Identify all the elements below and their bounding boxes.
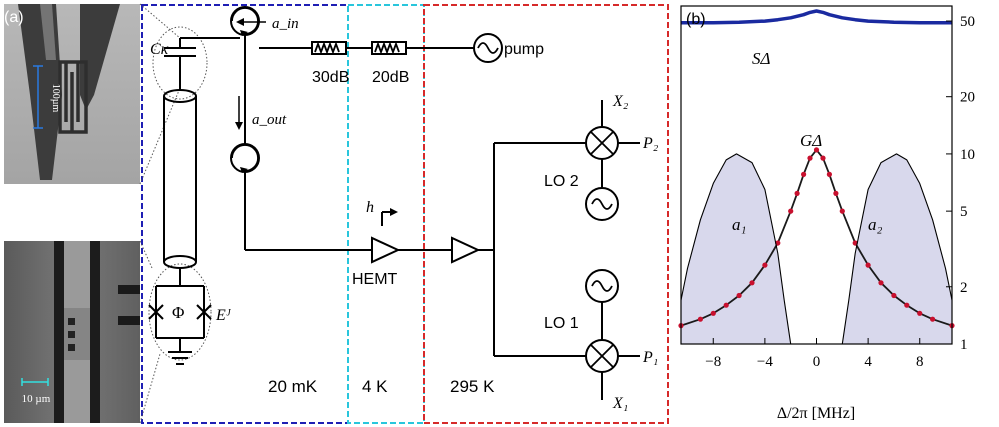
data-point — [930, 317, 935, 322]
lo1-label: LO 1 — [544, 315, 579, 332]
data-point — [788, 209, 793, 214]
y-tick-label: 1 — [960, 337, 968, 353]
x-tick-label: −4 — [757, 354, 773, 370]
stage-295k-box — [424, 5, 668, 423]
scale-label-top: 100µm — [50, 84, 61, 113]
x-axis-label: Δ/2π [MHz] — [777, 405, 855, 422]
data-point — [737, 293, 742, 298]
y-tick-label: 50 — [960, 14, 975, 30]
zoom-guide-lines — [140, 4, 211, 423]
circuit-labels: Cκ a_in a_out 30dB 20dB pump Φ Eᴶ h HEMT… — [150, 16, 659, 412]
series-label-g-delta: GΔ — [800, 131, 822, 150]
a-in-label: a_in — [272, 16, 299, 32]
data-point — [749, 280, 754, 285]
data-point — [698, 317, 703, 322]
y-tick-label: 20 — [960, 90, 975, 106]
data-point — [840, 209, 845, 214]
series-label-s-delta: SΔ — [752, 49, 771, 68]
pump-label: pump — [504, 41, 544, 58]
hemt-label: HEMT — [352, 271, 398, 288]
c-kappa-label: Cκ — [150, 41, 169, 58]
data-point — [807, 156, 812, 161]
data-point — [820, 156, 825, 161]
series-0-line — [681, 11, 952, 23]
panel-a-micrographs: 100µm 10 µm (a) — [0, 2, 140, 423]
data-point — [795, 191, 800, 196]
attenuator-30db-label: 30dB — [312, 69, 349, 86]
data-point — [917, 311, 922, 316]
panel-a-label: (a) — [4, 9, 24, 26]
temp-20mk-label: 20 mK — [268, 377, 318, 396]
temp-295k-label: 295 K — [450, 377, 495, 396]
data-point — [833, 191, 838, 196]
y-tick-label: 10 — [960, 147, 975, 163]
ej-label: Eᴶ — [215, 307, 232, 324]
h-label: h — [366, 199, 374, 216]
optical-micrograph: 100µm — [4, 4, 140, 184]
attenuator-20db-label: 20dB — [372, 69, 409, 86]
series-label-a2: a₂ — [868, 215, 883, 234]
p1-label: P₁ — [642, 349, 658, 366]
data-point — [866, 263, 871, 268]
data-point — [801, 172, 806, 177]
y-tick-label: 5 — [960, 204, 968, 220]
temp-4k-label: 4 K — [362, 377, 388, 396]
stage-4k-box — [348, 5, 424, 423]
x2-label: X₂ — [612, 93, 629, 110]
data-point — [711, 311, 716, 316]
x1-label: X₁ — [612, 395, 628, 412]
a-out-label: a_out — [252, 112, 287, 128]
x-tick-label: 4 — [864, 354, 872, 370]
chart-fills — [681, 154, 952, 344]
y-tick-label: 2 — [960, 280, 968, 296]
sem-micrograph: 10 µm — [4, 241, 140, 423]
scale-label-bottom: 10 µm — [22, 393, 51, 405]
data-point — [724, 303, 729, 308]
panel-b-label: (b) — [686, 11, 706, 28]
lo2-label: LO 2 — [544, 173, 579, 190]
x-tick-label: −8 — [705, 354, 721, 370]
x-tick-label: 0 — [813, 354, 821, 370]
data-point — [878, 280, 883, 285]
series-label-a1: a₁ — [732, 215, 746, 234]
data-point — [827, 172, 832, 177]
data-point — [762, 263, 767, 268]
x-tick-label: 8 — [916, 354, 924, 370]
data-point — [904, 303, 909, 308]
phi-label: Φ — [172, 303, 184, 322]
p2-label: P₂ — [642, 135, 659, 152]
circuit-wiring — [149, 7, 640, 400]
data-point — [891, 293, 896, 298]
